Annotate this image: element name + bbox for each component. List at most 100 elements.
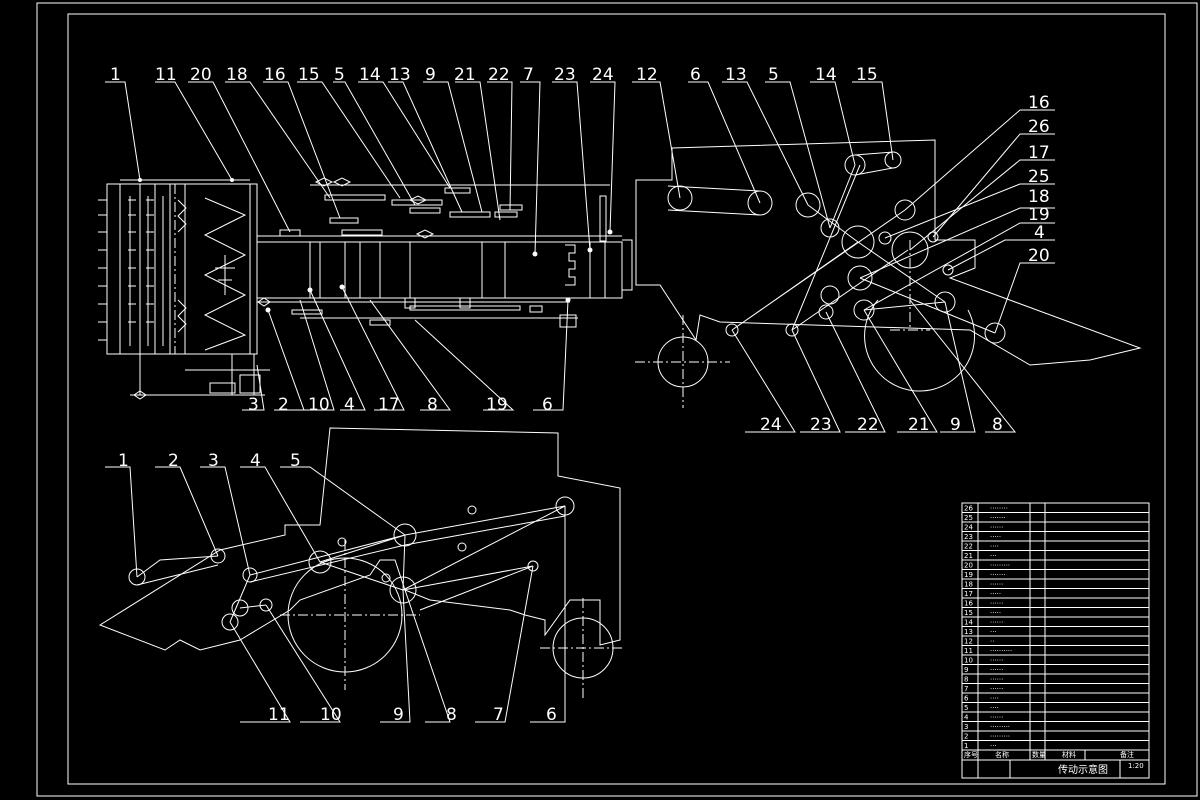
table-row-name: ··········: [990, 647, 1012, 655]
callout-number: 25: [1028, 167, 1050, 187]
table-row-name: ·······: [990, 514, 1006, 522]
table-row-name: ······: [990, 657, 1003, 665]
table-row-number: 4: [964, 714, 969, 722]
callout-number: 14: [815, 65, 837, 85]
callout-number: 6: [546, 705, 557, 725]
callout-number: 8: [446, 705, 457, 725]
table-row-number: 19: [964, 571, 973, 579]
table-row-name: ····: [990, 543, 999, 551]
table-row-number: 16: [964, 600, 973, 608]
table-row-name: ·········: [990, 733, 1010, 741]
callout-number: 19: [1028, 205, 1050, 225]
callout-number: 5: [768, 65, 779, 85]
callout-number: 2: [168, 451, 179, 471]
top-view-leaders: [105, 81, 616, 411]
table-row-name: ······: [990, 685, 1003, 693]
table-header-cell: 材料: [1062, 750, 1076, 759]
drawing-title: 传动示意图: [1058, 763, 1108, 776]
drawing-scale: 1:20: [1128, 762, 1144, 770]
table-row-number: 12: [964, 638, 973, 646]
callout-number: 2: [278, 395, 289, 415]
title-block: 26········25·······24······23·····22····…: [961, 502, 1150, 779]
table-row-number: 24: [964, 524, 973, 532]
table-header-cell: 序号: [964, 750, 978, 759]
callout-number: 17: [378, 395, 400, 415]
callout-number: 4: [344, 395, 355, 415]
table-row-name: ······: [990, 600, 1003, 608]
table-row-number: 15: [964, 609, 973, 617]
table-row-number: 5: [964, 704, 968, 712]
callout-number: 8: [427, 395, 438, 415]
callout-number: 1: [118, 451, 129, 471]
callout-number: 24: [592, 65, 614, 85]
table-row-name: ······: [990, 714, 1003, 722]
lower-view-bottom-labels: 11 10 9 8 7 6: [268, 705, 557, 725]
side-view-leaders: [632, 81, 1055, 433]
table-row-name: ·····: [990, 590, 1001, 598]
callout-number: 3: [208, 451, 219, 471]
callout-number: 22: [857, 415, 879, 435]
callout-number: 5: [290, 451, 301, 471]
callout-number: 16: [264, 65, 286, 85]
callout-number: 7: [493, 705, 504, 725]
table-row-name: ······: [990, 676, 1003, 684]
table-row-name: ·········: [990, 723, 1010, 731]
callout-number: 18: [226, 65, 248, 85]
callout-number: 23: [554, 65, 576, 85]
lower-view-leaders: [105, 466, 566, 723]
callout-number: 9: [393, 705, 404, 725]
callout-number: 10: [320, 705, 342, 725]
callout-number: 19: [486, 395, 508, 415]
callout-number: 20: [190, 65, 212, 85]
table-row-number: 11: [964, 647, 973, 655]
callout-number: 3: [248, 395, 259, 415]
callout-number: 15: [856, 65, 878, 85]
table-row-name: ···: [990, 552, 997, 560]
table-row-name: ······: [990, 619, 1003, 627]
table-row-name: ·········: [990, 562, 1010, 570]
table-row-number: 14: [964, 619, 973, 627]
callout-number: 22: [488, 65, 510, 85]
callout-number: 9: [425, 65, 436, 85]
side-view-top-labels: 12 6 13 5 14 15: [636, 65, 878, 85]
callout-number: 21: [454, 65, 476, 85]
table-row-name: ·····: [990, 533, 1001, 541]
table-row-name: ····: [990, 695, 999, 703]
side-view-mechanism: [635, 139, 1142, 408]
callout-number: 6: [690, 65, 701, 85]
callout-number: 10: [308, 395, 330, 415]
table-row-name: ······: [990, 524, 1003, 532]
table-row-name: ······: [990, 666, 1003, 674]
table-row-name: ·····: [990, 609, 1001, 617]
table-row-number: 21: [964, 552, 973, 560]
callout-number: 4: [1034, 223, 1045, 243]
outer-border: [36, 2, 1198, 797]
table-row-number: 25: [964, 514, 973, 522]
table-row-number: 23: [964, 533, 973, 541]
callout-number: 13: [725, 65, 747, 85]
table-row-number: 2: [964, 733, 968, 741]
callout-number: 5: [334, 65, 345, 85]
table-row-number: 13: [964, 628, 973, 636]
table-row-number: 6: [964, 695, 969, 703]
table-row-number: 1: [964, 742, 968, 750]
callout-number: 7: [523, 65, 534, 85]
table-row-number: 3: [964, 723, 968, 731]
table-row-number: 18: [964, 581, 973, 589]
callout-number: 18: [1028, 187, 1050, 207]
callout-number: 6: [542, 395, 553, 415]
callout-number: 20: [1028, 246, 1050, 266]
table-row-number: 10: [964, 657, 973, 665]
table-row-name: ······: [990, 581, 1003, 589]
table-row-number: 22: [964, 543, 973, 551]
table-row-name: ···: [990, 742, 997, 750]
callout-number: 11: [268, 705, 290, 725]
callout-number: 23: [810, 415, 832, 435]
table-row-name: ··: [990, 638, 994, 646]
callout-number: 12: [636, 65, 658, 85]
